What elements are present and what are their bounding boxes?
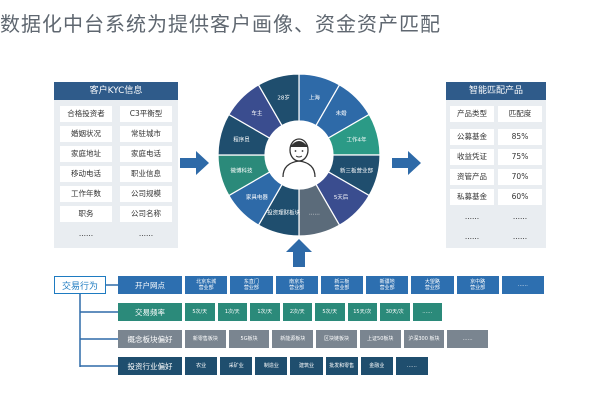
behavior-row-item: …… (412, 303, 442, 321)
behavior-row-item: …… (447, 330, 489, 348)
behavior-row-item: 新零售板块 (185, 330, 226, 348)
behavior-row-item: 沪深300 板块 (403, 330, 445, 348)
behavior-row-item: 农业 (185, 357, 218, 375)
product-cell: ...... (512, 232, 528, 241)
product-cell: 60% (498, 189, 542, 205)
behavior-row-item: 新能源板块 (272, 330, 314, 348)
behavior-row-item: 北京东城 营业部 (185, 276, 228, 294)
behavior-row-item: 采矿业 (220, 357, 253, 375)
wheel-segment-label: 微博科技 (231, 166, 254, 174)
behavior-row-item: 上证50板块 (359, 330, 401, 348)
kyc-cell: 移动电话 (60, 166, 112, 182)
behavior-row-item: 制造业 (255, 357, 288, 375)
product-cell: 85% (498, 129, 542, 145)
behavior-row-label: 概念板块偏好 (118, 330, 182, 348)
product-cell: 私募基金 (450, 189, 494, 205)
product-header-cell: 产品类型 (450, 106, 494, 122)
behavior-row-item: 批发和零售 (325, 357, 358, 375)
wheel-segment-label: 投资理财板块 (267, 208, 301, 216)
behavior-row-label: 交易频率 (118, 303, 182, 321)
wheel-segment-label: 工作4年 (346, 136, 366, 144)
behavior-row-item: 15天/次 (347, 303, 377, 321)
wheel-segment-label: 5天后 (334, 193, 349, 201)
behavior-row: 开户网点北京东城 营业部东直门 营业部南京东 营业部新三板 营业部新疆地 营业部… (118, 276, 544, 294)
behavior-row-item: 1次/天 (250, 303, 280, 321)
wheel-segment-label: 程序员 (233, 136, 250, 144)
kyc-panel: 客户KYC信息 合格投资者 C3平衡型婚姻状况常驻城市家庭地址家庭电话移动电话职业… (54, 82, 178, 248)
product-cell: 收益凭证 (450, 149, 494, 165)
product-cell: ...... (464, 232, 480, 241)
behavior-row-item: …… (395, 357, 428, 375)
product-panel-title: 智能匹配产品 (446, 82, 546, 100)
behavior-row-label: 开户网点 (118, 276, 182, 294)
kyc-cell: 婚姻状况 (60, 126, 112, 142)
behavior-row-item: 5G板块 (228, 330, 270, 348)
right-arrow-icon (180, 151, 209, 175)
wheel-segment-label: 未婚 (336, 109, 348, 117)
product-cell: 75% (498, 149, 542, 165)
kyc-cell: 职业信息 (120, 166, 172, 182)
trading-behavior-label: 交易行为 (54, 276, 106, 294)
behavior-row-item: 2次/天 (282, 303, 312, 321)
behavior-row-item: 建筑业 (290, 357, 323, 375)
behavior-row-item: 京中路 营业部 (456, 276, 499, 294)
kyc-cell: 公司规模 (120, 186, 172, 202)
behavior-row-item: 东直门 营业部 (230, 276, 273, 294)
kyc-cell: ...... (138, 229, 154, 238)
behavior-row-item: 大望路 营业部 (411, 276, 454, 294)
wheel-segment-label: 28岁 (277, 94, 290, 102)
product-cell: ...... (512, 212, 528, 221)
kyc-cell: 职务 (60, 206, 112, 222)
behavior-row-item: 1次/天 (217, 303, 247, 321)
user-avatar-icon (282, 138, 316, 178)
kyc-panel-title: 客户KYC信息 (54, 82, 178, 100)
product-header-cell: 匹配度 (498, 106, 542, 122)
page-title: 数据化中台系统为提供客户画像、资金资产匹配 (0, 12, 441, 36)
wheel-segment-label: 新三板营业部 (340, 166, 374, 174)
wheel-segment-label: 上海 (309, 94, 321, 102)
product-cell: 70% (498, 169, 542, 185)
kyc-cell: 工作年数 (60, 186, 112, 202)
kyc-cell: ...... (78, 229, 94, 238)
wheel-segment-label: …… (309, 210, 320, 216)
right-arrow-icon (392, 151, 421, 175)
product-cell: ...... (464, 212, 480, 221)
behavior-row-item: 新三板 营业部 (320, 276, 363, 294)
kyc-cell: 公司名称 (120, 206, 172, 222)
kyc-cell: 合格投资者 (60, 106, 112, 122)
kyc-cell: 常驻城市 (120, 126, 172, 142)
wheel-segment-label: 车主 (251, 109, 263, 117)
product-cell: 资管产品 (450, 169, 494, 185)
kyc-cell: 家庭电话 (120, 146, 172, 162)
behavior-row-item: 金融业 (360, 357, 393, 375)
wheel-segment (257, 73, 300, 127)
behavior-row-item: …… (501, 276, 544, 294)
behavior-row-item: 新疆地 营业部 (366, 276, 409, 294)
behavior-row-label: 投资行业偏好 (118, 357, 182, 375)
behavior-row-item: 区块链板块 (316, 330, 357, 348)
behavior-row: 投资行业偏好农业采矿业制造业建筑业批发和零售金融业…… (118, 357, 428, 375)
behavior-row-item: 5次/天 (315, 303, 345, 321)
up-arrow-icon (286, 239, 312, 267)
wheel-segment-label: 家具电器 (246, 193, 269, 201)
kyc-cell: C3平衡型 (120, 106, 172, 122)
kyc-cell: 家庭地址 (60, 146, 112, 162)
behavior-row-item: 南京东 营业部 (275, 276, 318, 294)
behavior-row-item: 5次/天 (185, 303, 215, 321)
behavior-row-item: 30天/次 (380, 303, 410, 321)
product-cell: 公募基金 (450, 129, 494, 145)
